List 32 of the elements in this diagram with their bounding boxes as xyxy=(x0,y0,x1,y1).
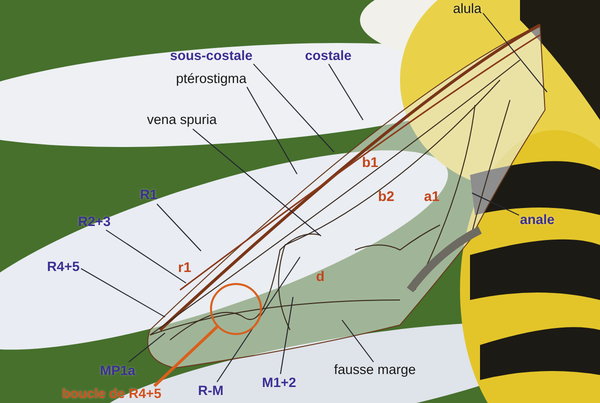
leader-line xyxy=(482,12,548,92)
leader-line xyxy=(342,320,374,362)
vein-label: fausse marge xyxy=(334,362,416,378)
vein-label: R-M xyxy=(198,383,224,399)
vein-label: M1+2 xyxy=(262,375,296,391)
vein-label: vena spuria xyxy=(147,112,217,128)
cell-label: r1 xyxy=(178,259,192,275)
leader-line xyxy=(80,268,166,318)
leader-line xyxy=(192,128,322,236)
leader-line xyxy=(216,256,300,382)
vein-label: alula xyxy=(453,1,482,17)
vein-label: anale xyxy=(520,212,555,228)
vein-label: costale xyxy=(305,48,352,64)
cell-label: b1 xyxy=(362,154,378,170)
vein-label: ptérostigma xyxy=(176,71,247,87)
leader-line xyxy=(472,192,520,216)
cell-label: b2 xyxy=(378,188,394,204)
leader-line xyxy=(280,296,294,374)
vein-label: MP1a xyxy=(100,363,136,379)
leader-line xyxy=(106,230,186,284)
leader-line xyxy=(253,64,334,152)
vein-label: R1 xyxy=(140,187,158,203)
highlight-circle xyxy=(210,283,262,335)
leader-line xyxy=(156,204,202,252)
vein-label: sous-costale xyxy=(170,48,253,64)
vein-label: boucle de R4+5 xyxy=(62,386,162,402)
leader-line xyxy=(128,332,166,362)
cell-label: a1 xyxy=(424,188,440,204)
leader-line xyxy=(328,64,364,120)
leader-line xyxy=(246,86,298,174)
vein-label: R4+5 xyxy=(47,259,80,275)
cell-label: d xyxy=(316,268,325,284)
